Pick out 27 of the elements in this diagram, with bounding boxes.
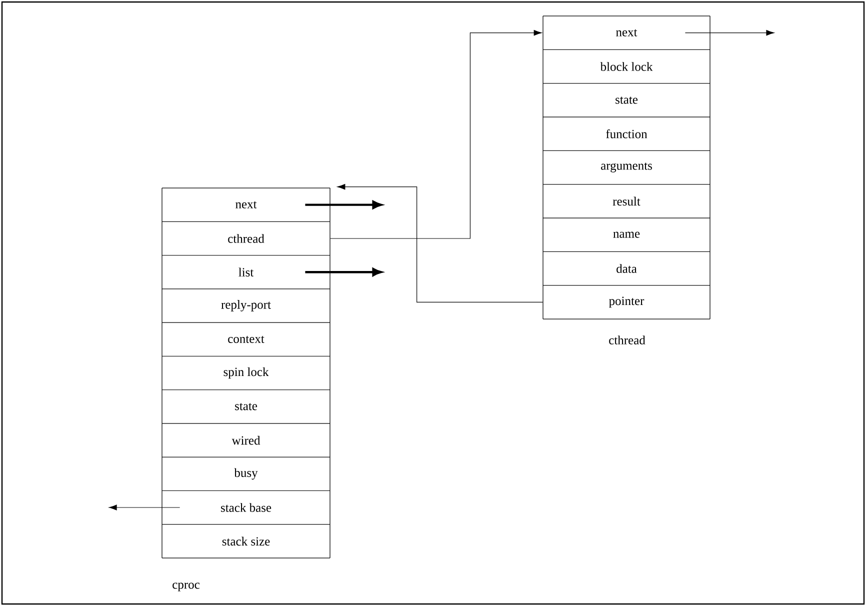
record-field: cthread: [162, 222, 330, 256]
arrow: [337, 184, 544, 302]
record-field: state: [542, 83, 710, 118]
arrow: [305, 268, 382, 276]
record-field: reply-port: [162, 288, 330, 323]
record-field: state: [162, 390, 330, 424]
record-field: busy: [162, 456, 330, 491]
record-field: stack size: [162, 524, 330, 558]
record-field: block lock: [542, 49, 710, 84]
record-field: result: [542, 184, 710, 218]
node-label: cproc: [172, 582, 200, 592]
record-field: name: [542, 218, 710, 252]
record-field: stack base: [162, 490, 330, 524]
record-field: spin lock: [162, 356, 330, 390]
record-field: arguments: [542, 150, 710, 185]
record-field: context: [162, 322, 330, 356]
record-field: function: [542, 116, 710, 151]
record-field: next: [542, 16, 710, 50]
record-field: data: [542, 251, 710, 286]
record-field: list: [162, 255, 330, 290]
arrow: [108, 504, 180, 510]
record-field: pointer: [542, 285, 710, 320]
node-label: cthread: [609, 336, 646, 344]
arrow: [330, 30, 542, 239]
arrow: [684, 30, 774, 36]
record-field: next: [162, 188, 330, 222]
record-field: wired: [162, 423, 330, 458]
